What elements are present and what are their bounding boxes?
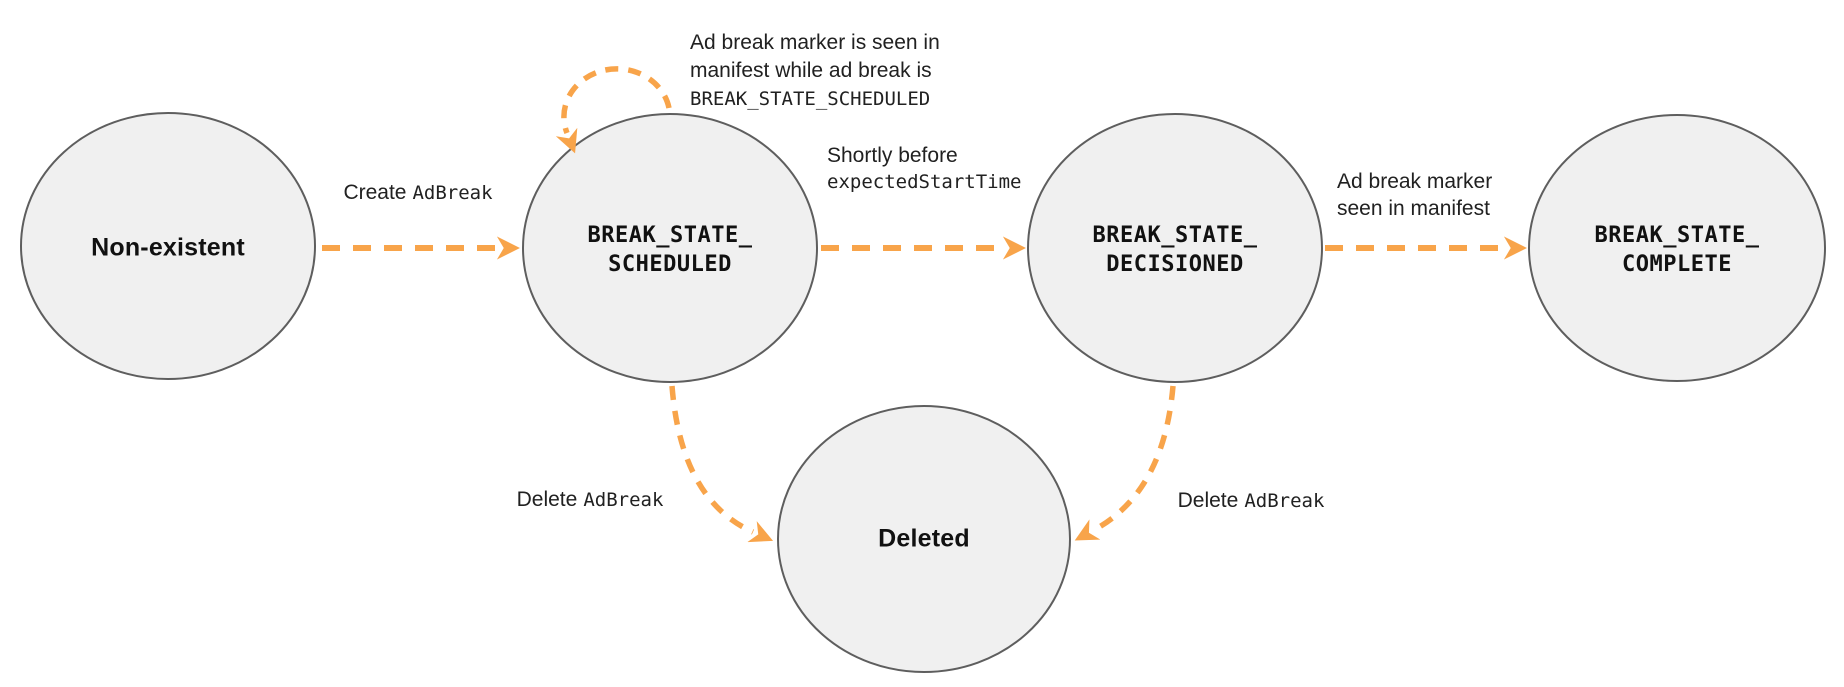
- state-circle-non-existent: [20, 112, 316, 380]
- transition-label-shortly-before: Shortly before expectedStartTime: [827, 144, 1022, 193]
- state-label-break-state-complete: BREAK_STATE_ COMPLETE: [1594, 223, 1760, 277]
- state-label-break-state-scheduled: BREAK_STATE_ SCHEDULED: [587, 223, 753, 277]
- state-circle-deleted: [777, 405, 1071, 673]
- transition-label-self-loop: Ad break marker is seen in manifest whil…: [690, 31, 940, 110]
- state-label-break-state-decisioned: BREAK_STATE_ DECISIONED: [1092, 223, 1258, 277]
- transition-arrow-delete-from-scheduled: [669, 385, 774, 543]
- state-label-non-existent: Non-existent: [91, 233, 245, 262]
- transition-arrow-self-loop: [555, 66, 672, 154]
- transition-label-marker-seen: Ad break marker seen in manifest: [1337, 170, 1493, 220]
- state-circle-break-state-decisioned: [1027, 113, 1323, 383]
- transition-arrow-delete-from-decisioned: [1074, 385, 1176, 541]
- state-label-deleted: Deleted: [878, 524, 970, 553]
- state-circle-break-state-scheduled: [522, 113, 818, 383]
- state-circle-break-state-complete: [1528, 114, 1826, 382]
